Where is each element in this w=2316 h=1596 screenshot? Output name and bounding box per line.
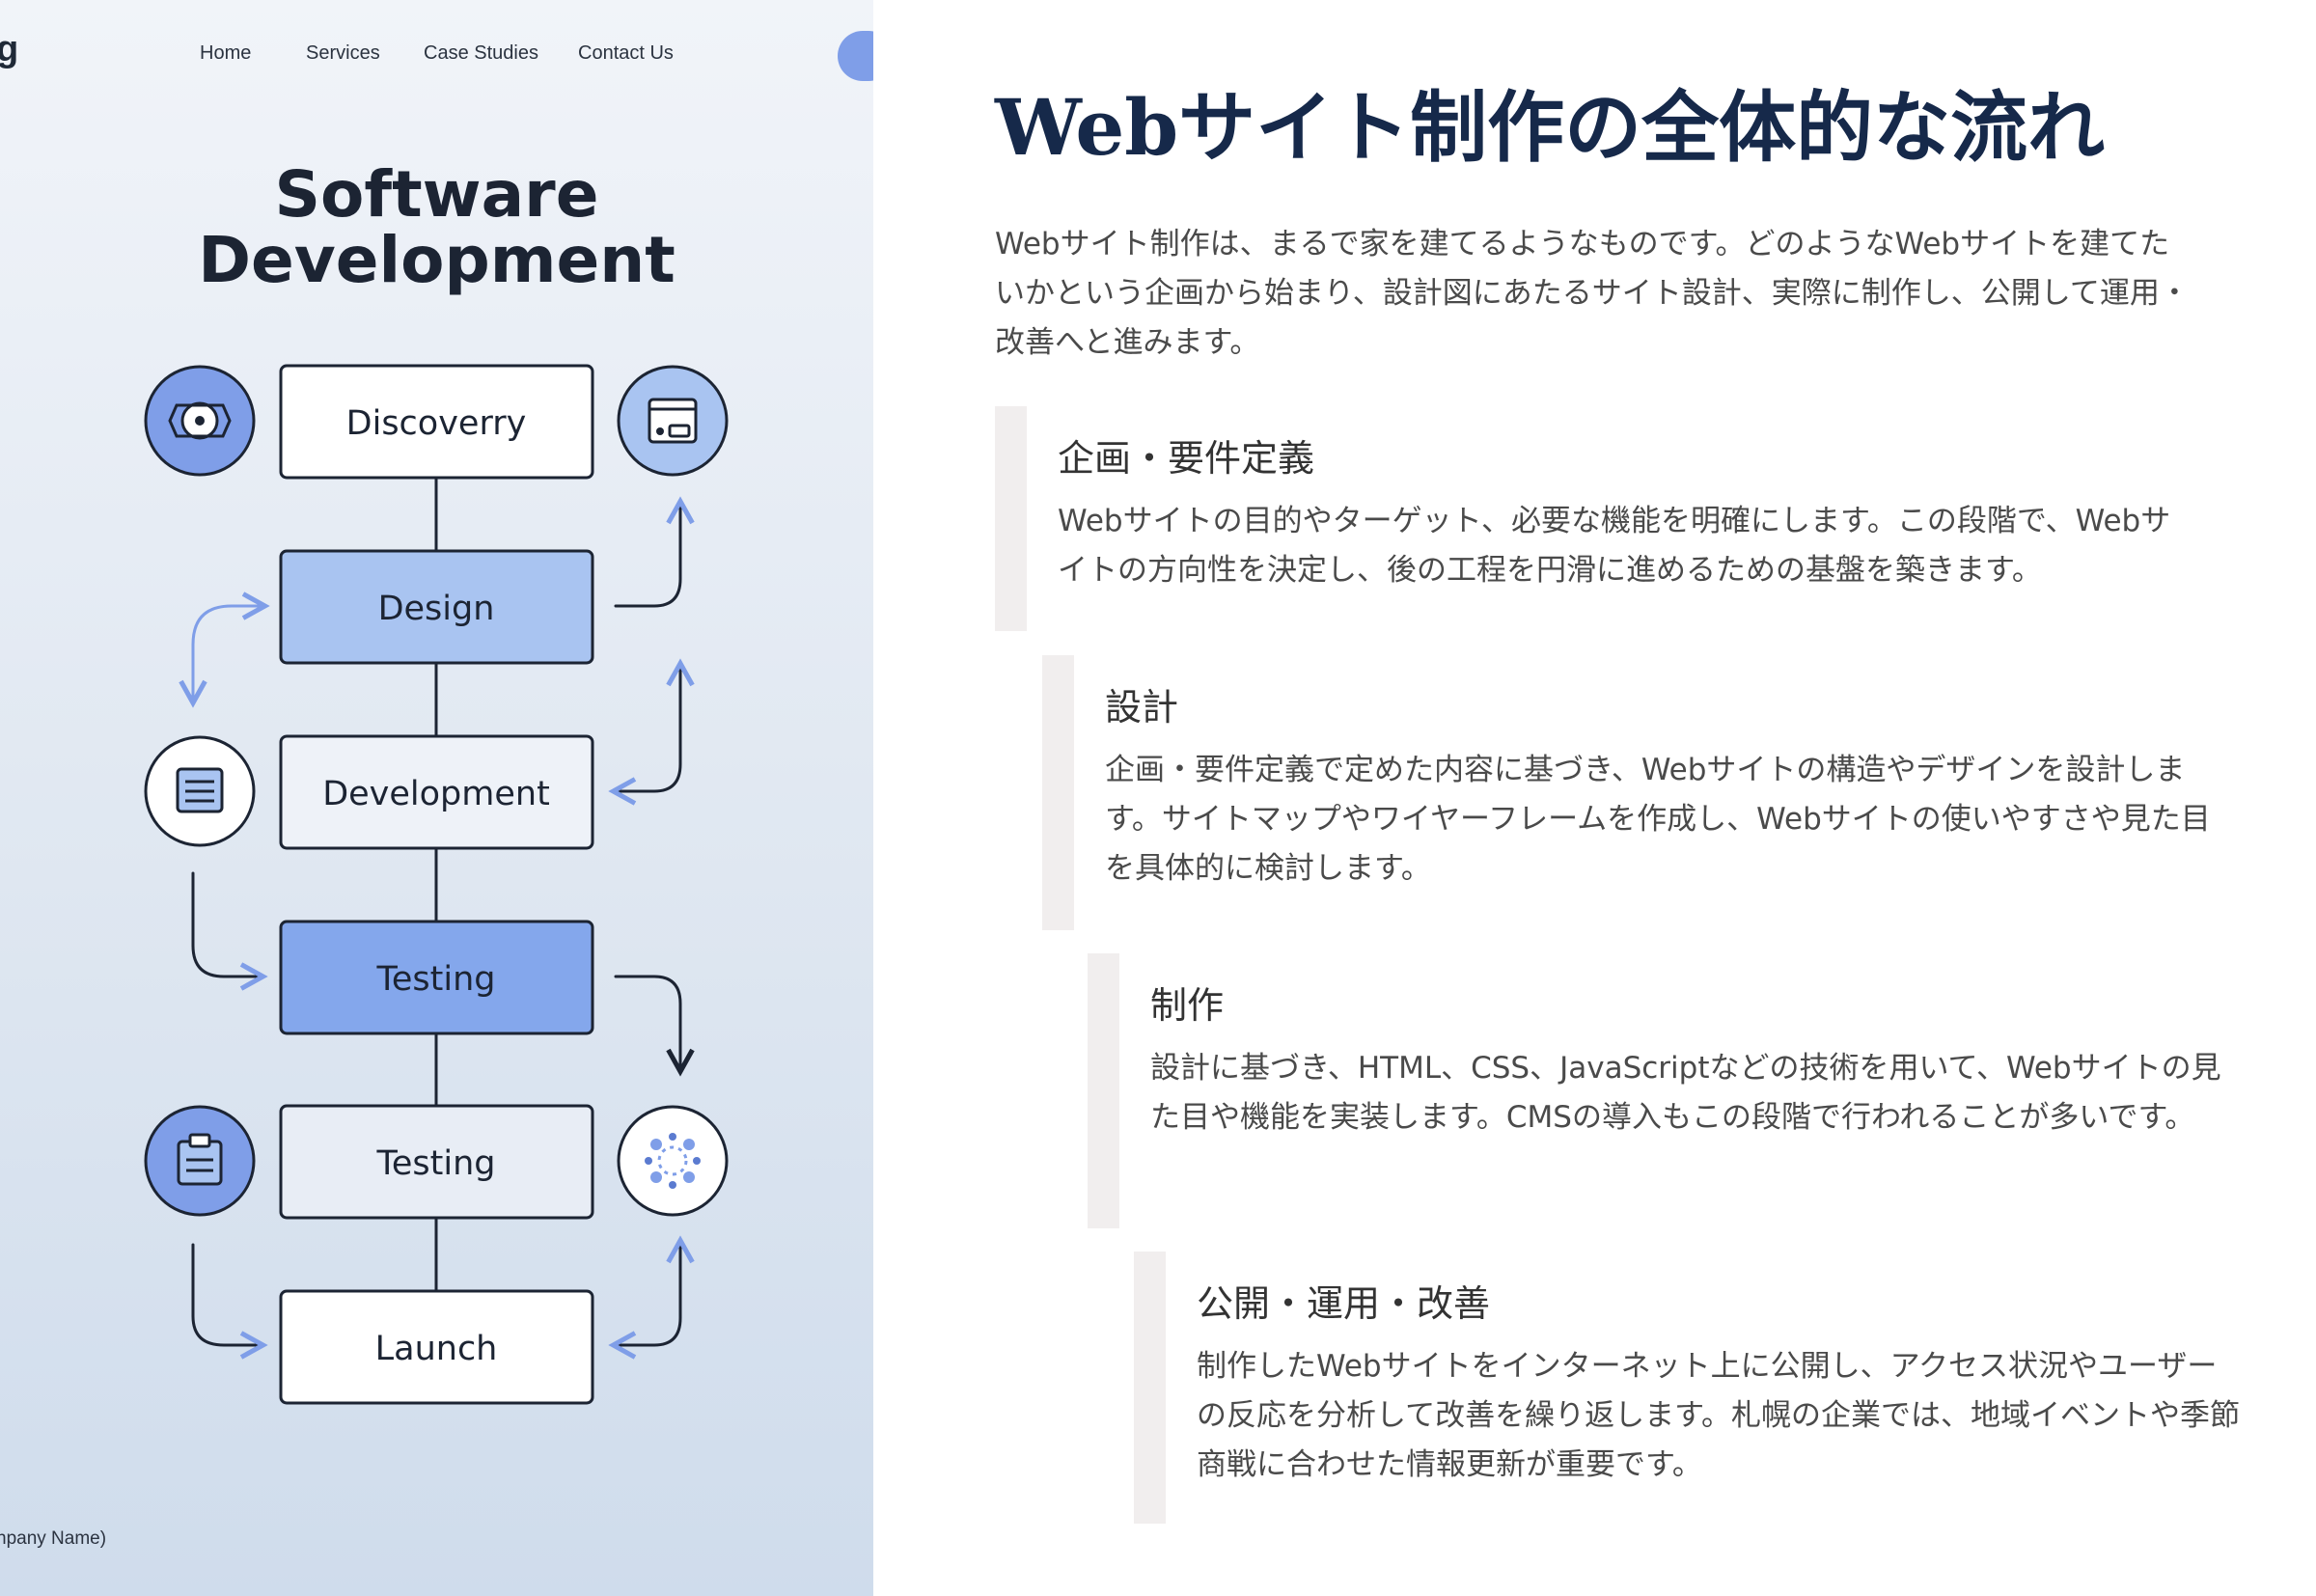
stage-label-discovery: Discoverry <box>346 404 527 443</box>
feedback-arrows <box>193 504 680 1345</box>
stage-label-testing-1: Testing <box>375 960 495 999</box>
arrow-launch-up <box>616 1243 680 1345</box>
nav-services[interactable]: Services <box>306 42 380 64</box>
stage-launch: Launch <box>279 1289 594 1405</box>
stage-label-design: Design <box>378 590 495 628</box>
flow-diagram: Discoverry Design Development Testing Te… <box>144 364 729 1405</box>
nav-cta-button[interactable] <box>838 31 873 81</box>
step-planning: 企画・要件定義 Webサイトの目的やターゲット、必要な機能を明確にします。この段… <box>995 406 2182 631</box>
clipboard-icon <box>144 1105 256 1217</box>
stage-testing-1: Testing <box>279 920 594 1035</box>
target-gear-icon <box>144 365 256 477</box>
article-title: Webサイト制作の全体的な流れ <box>995 82 2106 173</box>
stage-discovery: Discoverry <box>279 364 594 480</box>
brand-logo-fragment: g <box>0 29 19 69</box>
infographic-title-line1: Software <box>274 157 599 232</box>
footer-company-name: npany Name) <box>0 1528 107 1549</box>
stage-label-launch: Launch <box>375 1330 498 1368</box>
stage-development: Development <box>279 734 594 850</box>
nav-contact-us[interactable]: Contact Us <box>578 42 674 64</box>
step-body-release: 制作したWebサイトをインターネット上に公開し、アクセス状況やユーザーの反応を分… <box>1197 1349 2240 1482</box>
software-development-infographic: g Home Services Case Studies Contact Us … <box>0 0 873 1596</box>
step-design: 設計 企画・要件定義で定めた内容に基づき、Webサイトの構造やデザインを設計しま… <box>1042 655 2239 930</box>
step-body-planning: Webサイトの目的やターゲット、必要な機能を明確にします。この段階で、Webサイ… <box>1058 504 2171 588</box>
step-title-planning: 企画・要件定義 <box>1058 437 1315 480</box>
stage-label-testing-2: Testing <box>375 1144 495 1183</box>
step-title-release: 公開・運用・改善 <box>1197 1282 1491 1325</box>
step-title-production: 制作 <box>1150 984 1225 1027</box>
step-title-design: 設計 <box>1105 686 1179 729</box>
browser-window-icon <box>617 365 729 477</box>
infographic-title: Software Development <box>0 162 873 293</box>
arrow-development-to-design <box>616 666 680 791</box>
stage-testing-2: Testing <box>279 1104 594 1220</box>
arrow-loop-design-left <box>193 606 262 701</box>
step-production: 制作 設計に基づき、HTML、CSS、JavaScriptなどの技術を用いて、W… <box>1088 953 2240 1228</box>
arrow-design-to-discovery <box>614 504 680 608</box>
arrow-testing-to-launch <box>191 1243 261 1345</box>
arrow-development-to-testing <box>191 871 261 977</box>
infographic-title-line2: Development <box>198 223 676 297</box>
nav-case-studies[interactable]: Case Studies <box>424 42 538 64</box>
stage-label-development: Development <box>322 775 550 813</box>
network-dots-icon <box>617 1105 729 1217</box>
step-body-production: 設計に基づき、HTML、CSS、JavaScriptなどの技術を用いて、Webサ… <box>1150 1051 2221 1135</box>
nav-home[interactable]: Home <box>200 42 252 64</box>
stage-design: Design <box>279 549 594 665</box>
arrow-testing-down <box>614 975 680 1069</box>
document-list-icon <box>144 735 256 847</box>
top-nav: Home Services Case Studies Contact Us <box>0 42 873 71</box>
article-intro: Webサイト制作は、まるで家を建てるようなものです。どのようなWebサイトを建て… <box>995 227 2190 360</box>
step-release: 公開・運用・改善 制作したWebサイトをインターネット上に公開し、アクセス状況や… <box>1134 1252 2240 1524</box>
step-body-design: 企画・要件定義で定めた内容に基づき、Webサイトの構造やデザインを設計します。サ… <box>1105 753 2211 886</box>
